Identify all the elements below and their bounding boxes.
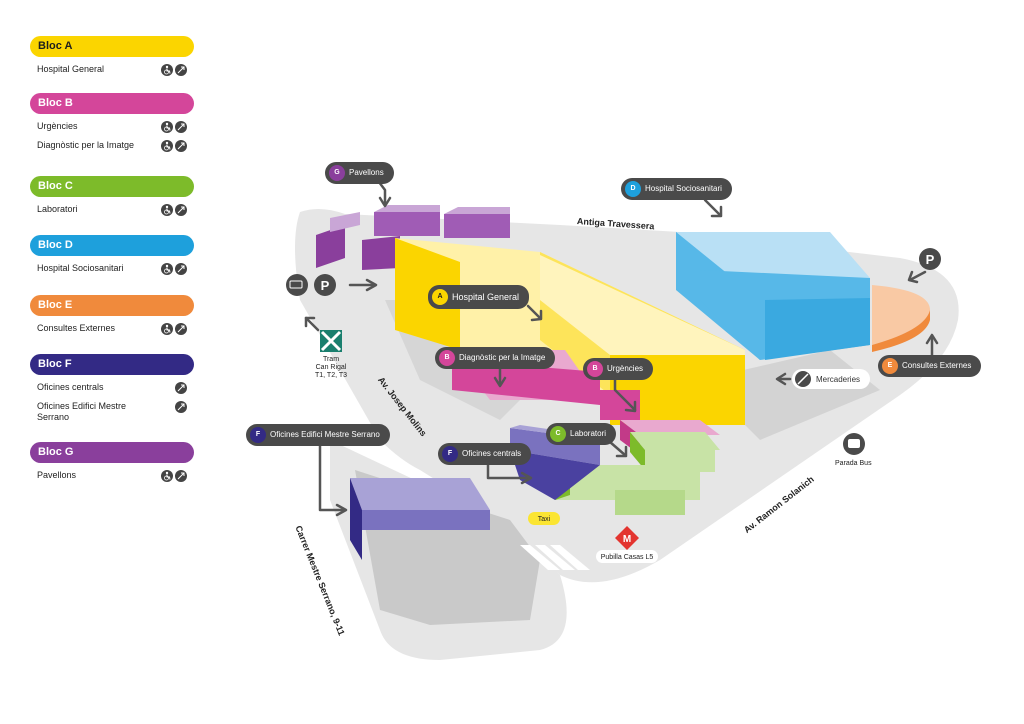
callout-label-b1: Diagnòstic per la Imatge: [459, 353, 546, 362]
metro-letter: M: [623, 534, 631, 545]
legend-item[interactable]: Pavellons: [37, 470, 77, 480]
legend-bloc-d[interactable]: Bloc D: [30, 235, 194, 256]
callout-badge-f1: F: [250, 427, 266, 443]
parada-bus-label: Parada Bus: [835, 460, 872, 467]
legend-item[interactable]: Urgències: [37, 121, 78, 131]
accessible-icon: [161, 204, 173, 216]
legend-item[interactable]: Oficines centrals: [37, 382, 104, 392]
callout-label-a: Hospital General: [452, 292, 520, 302]
callout-label-f1: Oficines Edifici Mestre Serrano: [270, 430, 380, 439]
callout-e-consultes[interactable]: E Consultes Externes: [878, 355, 982, 377]
legend-item-icons: [175, 381, 189, 399]
legend-item-icons: [161, 139, 189, 157]
callout-label-b2: Urgències: [607, 364, 644, 373]
parking-east[interactable]: P: [919, 248, 941, 270]
legend-item-icons: [161, 203, 189, 221]
parking-west[interactable]: P: [314, 274, 336, 296]
lift-icon: [175, 204, 187, 216]
legend-item-icons: [161, 120, 189, 138]
callout-a-hospital-general[interactable]: A Hospital General: [428, 285, 530, 309]
lift-icon: [175, 382, 187, 394]
legend-item[interactable]: Oficines Edifici Mestre Serrano: [37, 401, 127, 422]
lift-icon: [175, 401, 187, 413]
legend-item[interactable]: Laboratori: [37, 204, 78, 214]
callout-b-diagnostic[interactable]: B Diagnòstic per la Imatge: [435, 347, 556, 369]
callout-badge-b2: B: [587, 361, 603, 377]
ambulance-icon: [286, 274, 308, 296]
bloc-e-building[interactable]: [872, 285, 930, 352]
arrows: [304, 176, 939, 517]
callout-badge-f2: F: [442, 446, 458, 462]
legend-bloc-c[interactable]: Bloc C: [30, 176, 194, 197]
lift-icon: [175, 323, 187, 335]
legend-item-icons: [161, 63, 189, 81]
callout-badge-g: G: [329, 165, 345, 181]
callout-badge-b1: B: [439, 350, 455, 366]
taxi-badge[interactable]: Taxi: [528, 512, 560, 525]
metro-label: Pubilla Casas L5: [601, 554, 654, 561]
callout-label-f2: Oficines centrals: [462, 449, 522, 458]
legend-item[interactable]: Hospital General: [37, 64, 105, 74]
lift-icon: [175, 140, 187, 152]
callout-g-pavellons[interactable]: G Pavellons: [325, 162, 394, 184]
legend-bloc-a[interactable]: Bloc A: [30, 36, 194, 57]
legend-bloc-f[interactable]: Bloc F: [30, 354, 194, 375]
lift-icon: [175, 121, 187, 133]
taxi-label: Taxi: [538, 516, 551, 523]
bloc-g-buildings[interactable]: [316, 205, 510, 270]
legend-item-icons: [175, 400, 189, 418]
callout-label-g: Pavellons: [349, 168, 384, 177]
legend-item[interactable]: Hospital Sociosanitari: [37, 263, 124, 273]
legend-item-icons: [161, 262, 189, 280]
accessible-icon: [161, 263, 173, 275]
legend-bloc-g[interactable]: Bloc G: [30, 442, 194, 463]
bloc-d-building[interactable]: [676, 232, 870, 360]
callout-label-e: Consultes Externes: [902, 361, 972, 370]
legend-bloc-b[interactable]: Bloc B: [30, 93, 194, 114]
callout-badge-c: C: [550, 426, 566, 442]
bloc-f-mestre-serrano-building[interactable]: [350, 478, 490, 560]
accessible-icon: [161, 470, 173, 482]
tram-label: Tram Can Rigal T1, T2, T3: [315, 356, 348, 379]
mercaderies-badge[interactable]: Mercaderies: [792, 369, 870, 389]
lift-icon: [175, 263, 187, 275]
lift-icon: [175, 470, 187, 482]
legend-item[interactable]: Consultes Externes: [37, 323, 116, 333]
parking-east-letter: P: [926, 252, 935, 267]
callout-badge-a: A: [432, 289, 448, 305]
mercaderies-label: Mercaderies: [816, 375, 860, 384]
bloc-c-buildings[interactable]: [555, 432, 720, 515]
callout-f-oficines-centrals[interactable]: F Oficines centrals: [438, 443, 532, 465]
accessible-icon: [161, 121, 173, 133]
legend-bloc-e[interactable]: Bloc E: [30, 295, 194, 316]
callout-b-urgencies[interactable]: B Urgències: [583, 358, 654, 380]
callout-badge-e: E: [882, 358, 898, 374]
metro-icon: M: [615, 526, 639, 550]
callout-f-mestre-serrano[interactable]: F Oficines Edifici Mestre Serrano: [246, 424, 390, 446]
metro-badge[interactable]: Pubilla Casas L5: [596, 550, 658, 563]
callout-label-c: Laboratori: [570, 429, 607, 438]
tram-icon: [320, 330, 342, 352]
legend-item[interactable]: Diagnòstic per la Imatge: [37, 140, 135, 150]
legend-item-icons: [161, 469, 189, 487]
callout-c-laboratori[interactable]: C Laboratori: [546, 423, 617, 445]
accessible-icon: [161, 140, 173, 152]
callout-badge-d: D: [625, 181, 641, 197]
accessible-icon: [161, 64, 173, 76]
callout-label-d: Hospital Sociosanitari: [645, 184, 722, 193]
legend-item-icons: [161, 322, 189, 340]
bus-stop-icon: [843, 433, 865, 455]
callout-d-sociosanitari[interactable]: D Hospital Sociosanitari: [621, 178, 732, 200]
lift-icon: [175, 64, 187, 76]
accessible-icon: [161, 323, 173, 335]
parking-west-letter: P: [321, 278, 330, 293]
